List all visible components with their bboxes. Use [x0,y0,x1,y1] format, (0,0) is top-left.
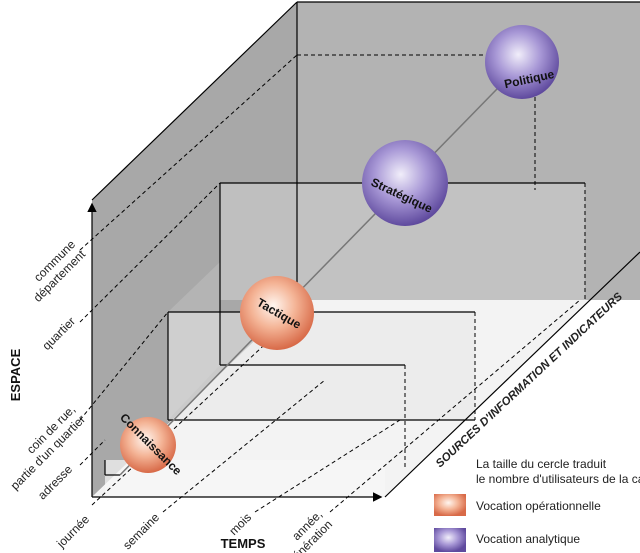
cube-faces [92,2,640,497]
trend-diagonal [119,44,541,476]
time-tick-journee: journée [53,512,92,551]
legend-label-operational: Vocation opérationnelle [476,499,601,513]
legend-note-line1: La taille du cercle traduit [476,457,607,471]
space-tick-quartier: quartier [39,314,78,353]
space-axis-title: ESPACE [8,348,23,401]
legend-label-analytic: Vocation analytique [476,532,580,546]
sphere-politique: Politique [485,25,559,99]
time-axis-title: TEMPS [221,536,266,551]
cube-edges [87,1,640,502]
legend: La taille du cercle traduit le nombre d'… [434,457,640,552]
legend-note-line2: le nombre d'utilisateurs de la carte [476,472,640,486]
legend-swatch-analytic [434,528,466,552]
legend-swatch-operational [434,494,466,516]
sphere-strategique: Stratégique [362,140,448,226]
time-tick-semaine: semaine [120,510,162,552]
sphere-tactique: Tactique [240,276,314,350]
time-tick-mois: mois [226,510,254,538]
